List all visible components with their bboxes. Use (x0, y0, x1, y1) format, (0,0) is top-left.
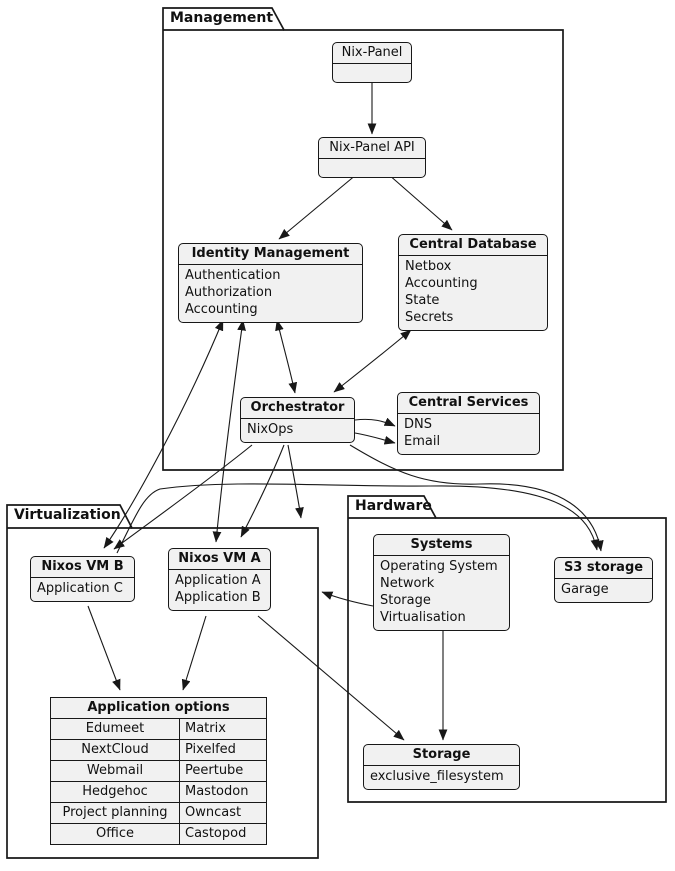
attr-secrets: Secrets (405, 310, 454, 325)
node-central-database: Central Database Netbox Accounting State… (398, 234, 548, 331)
edge-orchestrator-dns (354, 417, 396, 427)
attr-garage: Garage (561, 582, 609, 597)
node-identity-management-title: Identity Management (179, 244, 362, 265)
edge-vma-appoptions (181, 615, 207, 691)
edge-identity-vmb (103, 319, 224, 549)
edge-vmb-appoptions (87, 605, 121, 691)
node-nix-panel-title: Nix-Panel (333, 43, 411, 64)
attr-dns: DNS (404, 417, 432, 432)
cell-matrix: Matrix (179, 718, 267, 740)
node-nixos-vm-b: Nixos VM B Application C (30, 556, 135, 602)
edge-orchestrator-vma (240, 444, 285, 538)
node-s3-storage-title: S3 storage (555, 558, 652, 579)
attr-application-b: Application B (175, 590, 261, 605)
cell-edumeet: Edumeet (50, 718, 180, 740)
node-central-database-body: Netbox Accounting State Secrets (399, 256, 547, 330)
node-storage-title: Storage (364, 745, 519, 766)
cell-castopod: Castopod (179, 823, 267, 845)
node-identity-management-body: Authentication Authorization Accounting (179, 265, 362, 322)
node-central-services: Central Services DNS Email (397, 392, 540, 455)
cell-pixelfed: Pixelfed (179, 739, 267, 761)
node-nix-panel-api: Nix-Panel API (318, 137, 426, 178)
node-nixos-vm-b-body: Application C (31, 578, 134, 601)
attr-application-c: Application C (37, 581, 123, 596)
cell-mastodon: Mastodon (179, 781, 267, 803)
package-management-label: Management (170, 10, 274, 26)
node-central-services-body: DNS Email (398, 414, 539, 454)
node-nix-panel-body (333, 64, 411, 82)
node-nixos-vm-b-title: Nixos VM B (31, 557, 134, 578)
attr-application-a: Application A (175, 573, 261, 588)
edge-vma-storage (257, 615, 405, 741)
table-row: Project planning Owncast (50, 802, 267, 824)
node-nixos-vm-a: Nixos VM A Application A Application B (168, 548, 271, 611)
attr-virtualisation: Virtualisation (380, 610, 466, 625)
attr-state: State (405, 293, 440, 308)
package-hardware-label: Hardware (355, 498, 432, 514)
edge-orchestrator-vmb (113, 444, 253, 550)
package-virtualization-label: Virtualization (14, 507, 121, 523)
attr-storage: Storage (380, 593, 431, 608)
attr-email: Email (404, 434, 441, 449)
cell-office: Office (50, 823, 180, 845)
application-options-title: Application options (50, 697, 267, 719)
table-header-row: Application options (50, 697, 267, 719)
node-nixos-vm-a-title: Nixos VM A (169, 549, 270, 570)
edge-api-to-centraldb (387, 173, 453, 231)
node-systems: Systems Operating System Network Storage… (373, 534, 510, 631)
node-storage: Storage exclusive_filesystem (363, 744, 520, 790)
node-orchestrator-title: Orchestrator (241, 398, 354, 419)
node-s3-storage-body: Garage (555, 579, 652, 602)
edge-centraldb-orchestrator (333, 329, 412, 393)
attr-authorization: Authorization (185, 285, 273, 300)
cell-project-planning: Project planning (50, 802, 180, 824)
node-storage-body: exclusive_filesystem (364, 766, 519, 789)
table-row: Webmail Peertube (50, 760, 267, 782)
edge-systems-virtualization (321, 591, 374, 607)
edge-orchestrator-email (354, 432, 396, 445)
node-nix-panel-api-title: Nix-Panel API (319, 138, 425, 159)
node-orchestrator-body: NixOps (241, 419, 354, 442)
edge-api-to-identity (278, 173, 358, 240)
table-row: NextCloud Pixelfed (50, 739, 267, 761)
node-nixos-vm-a-body: Application A Application B (169, 570, 270, 610)
application-options-table: Application options Edumeet Matrix NextC… (50, 697, 267, 845)
cell-peertube: Peertube (179, 760, 267, 782)
node-systems-title: Systems (374, 535, 509, 556)
node-s3-storage: S3 storage Garage (554, 557, 653, 603)
edge-vmb-s3 (116, 483, 600, 554)
cell-webmail: Webmail (50, 760, 180, 782)
node-central-services-title: Central Services (398, 393, 539, 414)
node-nix-panel-api-body (319, 159, 425, 177)
edge-orchestrator-virtualization (287, 444, 304, 519)
attr-accounting-db: Accounting (405, 276, 478, 291)
table-row: Hedgehoc Mastodon (50, 781, 267, 803)
cell-owncast: Owncast (179, 802, 267, 824)
table-row: Edumeet Matrix (50, 718, 267, 740)
edge-identity-orchestrator (275, 319, 298, 394)
node-orchestrator: Orchestrator NixOps (240, 397, 355, 443)
attr-netbox: Netbox (405, 259, 452, 274)
node-nix-panel: Nix-Panel (332, 42, 412, 83)
cell-nextcloud: NextCloud (50, 739, 180, 761)
edge-identity-vma (212, 319, 246, 543)
node-systems-body: Operating System Network Storage Virtual… (374, 556, 509, 630)
attr-nixops: NixOps (247, 422, 294, 437)
table-row: Office Castopod (50, 823, 267, 845)
attr-operating-system: Operating System (380, 559, 498, 574)
attr-accounting: Accounting (185, 302, 258, 317)
attr-exclusive-filesystem: exclusive_filesystem (370, 769, 504, 784)
cell-hedgehoc: Hedgehoc (50, 781, 180, 803)
node-identity-management: Identity Management Authentication Autho… (178, 243, 363, 323)
attr-authentication: Authentication (185, 268, 281, 283)
attr-network: Network (380, 576, 435, 591)
node-central-database-title: Central Database (399, 235, 547, 256)
